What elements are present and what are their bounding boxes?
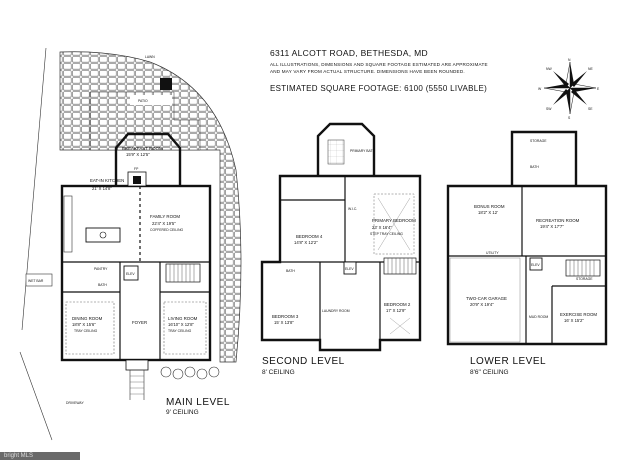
- primary-bath-label: PRIMARY BATH: [350, 149, 376, 153]
- main-stairs: [165, 263, 201, 283]
- bedroom2-dim: 17' X 12'9": [386, 308, 406, 313]
- breakfast-room-wall: [114, 132, 182, 186]
- kitchen-dim: 21' X 14'8": [92, 186, 112, 191]
- main-level-ceiling: 9' CEILING: [166, 409, 199, 416]
- lawn-label: LAWN: [145, 55, 155, 59]
- mls-watermark: bright MLS: [0, 452, 80, 460]
- primary-bath-wall: [316, 122, 376, 176]
- compass-label-ne: NE: [588, 67, 593, 71]
- disclaimer-line-2: AND MAY VARY FROM ACTUAL STRUCTURE. DIME…: [270, 69, 465, 74]
- lower-bath-label: BATH: [530, 165, 539, 169]
- wic-label: W.I.C.: [348, 207, 357, 211]
- breakfast-room-label: BREAKFAST ROOM: [122, 146, 163, 151]
- wet-bar-label: WET BAR: [28, 279, 44, 283]
- recreation-room-label: RECREATION ROOM: [536, 218, 580, 223]
- exercise-room-label: EXERCISE ROOM: [560, 312, 597, 317]
- compass-label-s: S: [568, 116, 571, 120]
- header: 6311 ALCOTT ROAD, BETHESDA, MD ALL ILLUS…: [270, 48, 488, 93]
- lower-level-plan: STORAGE BONUS ROOM 18'2" X 12' RECREATIO…: [446, 130, 608, 376]
- second-level-plan: PRIMARY BATH PRIMARY BEDROOM 23' X 16'4"…: [260, 122, 422, 376]
- primary-bedroom-note: STEP TRAY CEILING: [370, 232, 403, 236]
- compass-label-e: E: [597, 87, 600, 91]
- compass-label-nw: NW: [546, 67, 552, 71]
- bedroom4-dim: 14'8" X 12'2": [294, 240, 318, 245]
- bedroom2-label: BEDROOM 2: [384, 302, 411, 307]
- living-room-dim: 16'10" X 12'8": [168, 322, 195, 327]
- elevator-label: ELEV: [126, 272, 135, 276]
- laundry-label: LAUNDRY ROOM: [322, 309, 350, 313]
- mud-room-label: MUD ROOM: [529, 315, 548, 319]
- bonus-room-label: BONUS ROOM: [474, 204, 505, 209]
- storage-label: STORAGE: [530, 139, 547, 143]
- patio-label: PATIO: [138, 99, 148, 103]
- main-level-plan: LAWN PATIO BREAKFAST ROOM 15'9" X 12'5" …: [19, 47, 242, 441]
- utility-label: UTILITY: [486, 251, 499, 255]
- pantry-label: PANTRY: [94, 267, 108, 271]
- lower-storage2-label: STORAGE: [576, 277, 593, 281]
- lower-level-ceiling: 8'6" CEILING: [470, 369, 509, 376]
- lower-stairs: [565, 259, 601, 277]
- dining-room-note: TRAY CEILING: [74, 329, 98, 333]
- disclaimer-line-1: ALL ILLUSTRATIONS, DIMENSIONS AND SQUARE…: [270, 62, 488, 67]
- driveway-label: DRIVEWAY: [66, 401, 84, 405]
- lower-level-title: LOWER LEVEL: [470, 356, 546, 367]
- bedroom3-label: BEDROOM 3: [272, 314, 299, 319]
- shrubs: [160, 366, 220, 380]
- primary-bedroom-label: PRIMARY BEDROOM: [372, 218, 416, 223]
- living-room-note: TRAY CEILING: [168, 329, 192, 333]
- bonus-room-dim: 18'2" X 12': [478, 210, 498, 215]
- compass-needle-n: [570, 62, 574, 88]
- foyer-label: FOYER: [132, 320, 147, 325]
- dining-room-label: DINING ROOM: [72, 316, 103, 321]
- second-level-ceiling: 8' CEILING: [262, 369, 295, 376]
- compass-label-w: W: [538, 87, 542, 91]
- main-bath-label: BATH: [98, 283, 107, 287]
- fireplace-label: FP: [134, 167, 139, 171]
- property-line: [21, 47, 47, 331]
- kitchen-label: EAT-IN KITCHEN: [90, 178, 124, 183]
- second-bath-label: BATH: [286, 269, 295, 273]
- exercise-room-dim: 16' X 15'2": [564, 318, 584, 323]
- lower-level-outline: [446, 184, 608, 346]
- kitchen-island: [85, 227, 121, 243]
- lower-storage-wall: [510, 130, 578, 186]
- second-stairs: [383, 257, 417, 275]
- compass-label-se: SE: [588, 107, 593, 111]
- compass-label-sw: SW: [546, 107, 552, 111]
- lower-elevator-label: ELEV: [531, 263, 540, 267]
- grill-icon: [160, 78, 172, 90]
- primary-bedroom-dim: 23' X 16'4": [372, 225, 392, 230]
- dining-room-dim: 18'8" X 15'6": [72, 322, 96, 327]
- breakfast-room-dim: 15'9" X 12'5": [126, 152, 150, 157]
- main-level-title: MAIN LEVEL: [166, 397, 230, 408]
- compass-rose: N NE E SE S SW W NW: [538, 58, 600, 120]
- second-elevator-label: ELEV: [345, 267, 354, 271]
- recreation-room-dim: 19'4" X 17'7": [540, 224, 564, 229]
- bedroom3-dim: 15' X 13'8": [274, 320, 294, 325]
- garage-dim: 20'9" X 19'4": [470, 302, 494, 307]
- garage-label: TWO-CAR GARAGE: [466, 296, 507, 301]
- square-footage-text: ESTIMATED SQUARE FOOTAGE: 6100 (5550 LIV…: [270, 84, 487, 93]
- second-level-outline: [260, 174, 422, 352]
- family-room-dim: 22'4" X 19'5": [152, 221, 176, 226]
- family-room-label: FAMILY ROOM: [150, 214, 180, 219]
- address-text: 6311 ALCOTT ROAD, BETHESDA, MD: [270, 48, 428, 58]
- second-level-title: SECOND LEVEL: [262, 356, 345, 367]
- living-room-label: LIVING ROOM: [168, 316, 198, 321]
- family-room-note: COFFERED CEILING: [150, 228, 184, 232]
- bedroom4-label: BEDROOM 4: [296, 234, 323, 239]
- compass-label-n: N: [568, 58, 571, 62]
